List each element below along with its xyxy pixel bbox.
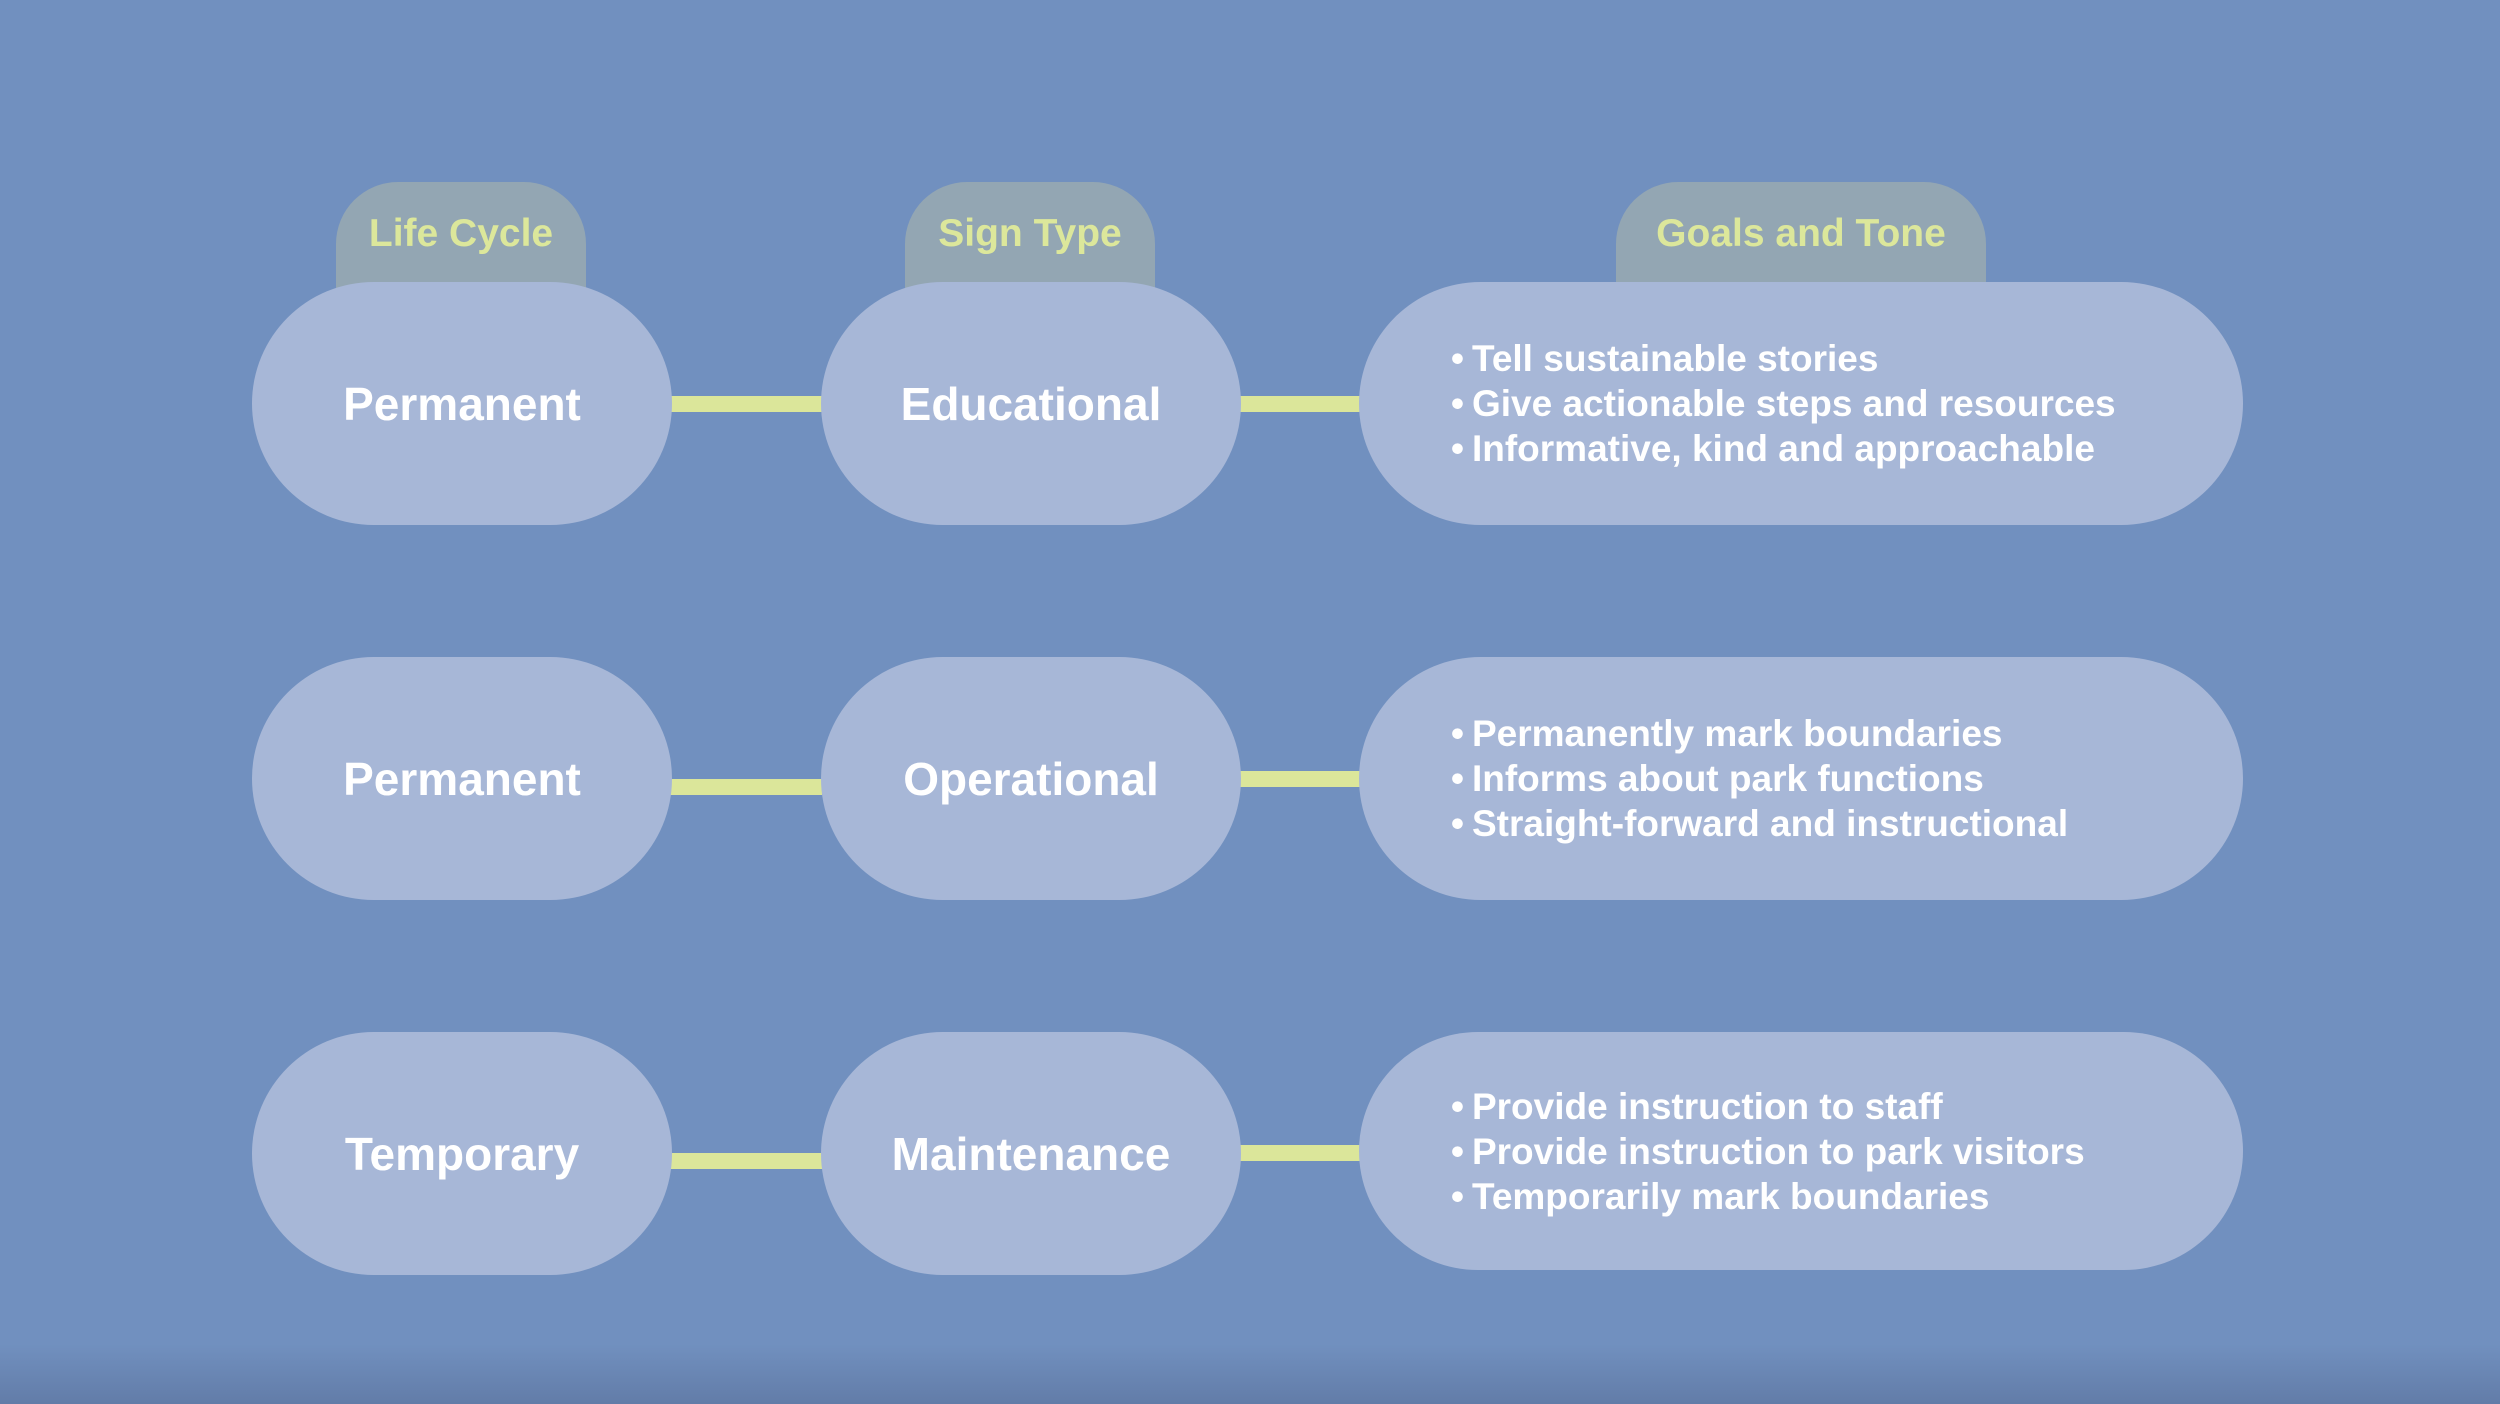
goal-item: Provide instruction to staff xyxy=(1451,1084,2085,1129)
header-goals-and-tone-label: Goals and Tone xyxy=(1656,212,1946,255)
life-cycle-pill-row1: Permanent xyxy=(252,282,672,525)
life-cycle-label: Permanent xyxy=(343,752,581,805)
connector-row3-a xyxy=(670,1153,822,1169)
connector-row1-b xyxy=(1238,396,1362,412)
sign-type-label: Operational xyxy=(903,752,1159,805)
goal-item: Provide instruction to park visitors xyxy=(1451,1129,2085,1174)
goal-item: Temporarily mark boundaries xyxy=(1451,1174,2085,1219)
sign-type-pill-row3: Maintenance xyxy=(821,1032,1241,1275)
goals-pill-row2: Permanently mark boundaries Informs abou… xyxy=(1359,657,2243,900)
header-sign-type: Sign Type xyxy=(905,182,1155,292)
life-cycle-pill-row3: Temporary xyxy=(252,1032,672,1275)
life-cycle-label: Temporary xyxy=(344,1127,580,1180)
sign-type-pill-row1: Educational xyxy=(821,282,1241,525)
goal-item: Tell sustainable stories xyxy=(1451,336,2116,381)
goals-pill-row1: Tell sustainable stories Give actionable… xyxy=(1359,282,2243,525)
header-sign-type-label: Sign Type xyxy=(938,212,1122,255)
connector-row2-b xyxy=(1238,771,1362,787)
connector-row3-b xyxy=(1238,1145,1362,1161)
bottom-shadow xyxy=(0,1344,2500,1404)
goal-item: Give actionable steps and resources xyxy=(1451,381,2116,426)
goals-list: Permanently mark boundaries Informs abou… xyxy=(1451,711,2068,846)
goals-list: Provide instruction to staff Provide ins… xyxy=(1451,1084,2085,1219)
life-cycle-pill-row2: Permanent xyxy=(252,657,672,900)
goals-list: Tell sustainable stories Give actionable… xyxy=(1451,336,2116,471)
goal-item: Informative, kind and approachable xyxy=(1451,426,2116,471)
goal-item: Straight-forward and instructional xyxy=(1451,801,2068,846)
header-goals-and-tone: Goals and Tone xyxy=(1616,182,1986,292)
header-life-cycle-label: Life Cycle xyxy=(368,212,554,255)
connector-row2-a xyxy=(670,779,822,795)
sign-type-pill-row2: Operational xyxy=(821,657,1241,900)
sign-type-label: Educational xyxy=(900,377,1162,430)
life-cycle-label: Permanent xyxy=(343,377,581,430)
header-life-cycle: Life Cycle xyxy=(336,182,586,292)
goal-item: Permanently mark boundaries xyxy=(1451,711,2068,756)
goals-pill-row3: Provide instruction to staff Provide ins… xyxy=(1359,1032,2243,1270)
connector-row1-a xyxy=(670,396,822,412)
sign-type-label: Maintenance xyxy=(891,1127,1171,1180)
goal-item: Informs about park functions xyxy=(1451,756,2068,801)
